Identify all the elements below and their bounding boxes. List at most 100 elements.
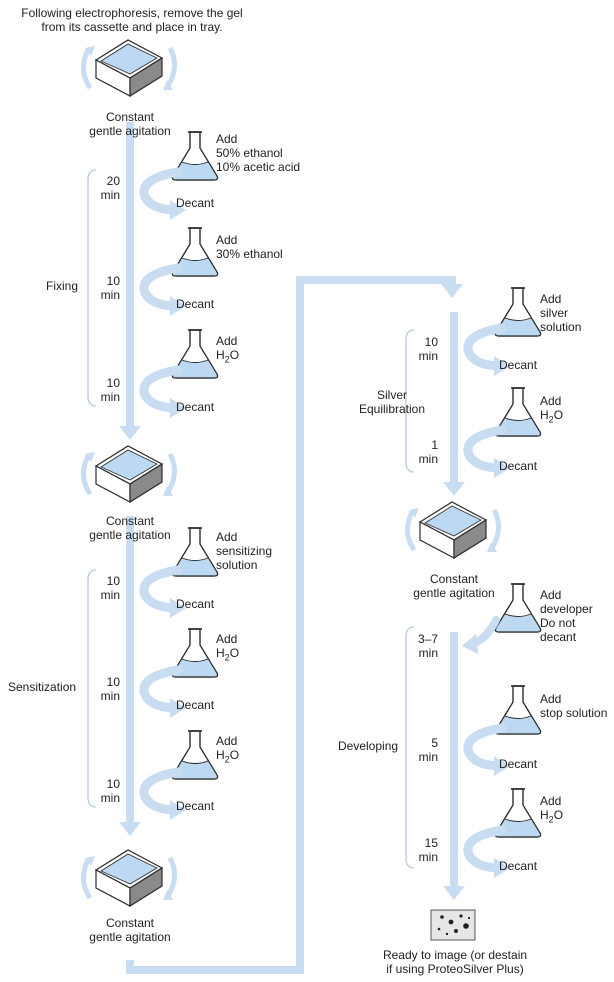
addition-line: Do not [540, 616, 576, 630]
addition-sens1: Add sensitizing solution [216, 530, 272, 572]
time-value: 5 [431, 736, 438, 750]
formula-sub: 2 [548, 414, 554, 425]
decant-label: Decant [176, 297, 215, 311]
addition-water: Add H2O [540, 394, 563, 426]
stage-label-line: Silver [376, 388, 407, 402]
formula-sub: 2 [224, 754, 230, 765]
time-label: 10 min [84, 274, 120, 302]
water-formula: H2O [540, 808, 563, 826]
addition-line: decant [540, 630, 577, 644]
tray-icon [83, 446, 174, 502]
decant-label: Decant [176, 597, 215, 611]
decant-label: Decant [499, 459, 538, 473]
formula-o: O [553, 408, 564, 422]
addition-line: Add [216, 334, 238, 348]
time-label: 20 min [84, 174, 120, 202]
time-unit: min [418, 850, 438, 864]
addition-line: sensitizing [216, 544, 273, 558]
time-unit: min [100, 288, 120, 302]
formula-h: H [216, 748, 225, 762]
time-label: 10 min [84, 574, 120, 602]
formula-h: H [540, 408, 549, 422]
addition-line: silver [540, 306, 569, 320]
time-value: 3–7 [417, 632, 438, 646]
time-value: 10 [106, 675, 120, 689]
tray-icon [83, 40, 174, 96]
time-unit: min [100, 390, 120, 404]
addition-line: Add [216, 632, 238, 646]
addition-line: Add [540, 292, 562, 306]
time-label: 10 min [84, 675, 120, 703]
formula-sub: 2 [548, 814, 554, 825]
addition-silver1: Add silver solution [540, 292, 581, 334]
addition-line: Add [540, 692, 562, 706]
time-label: 10 min [402, 335, 438, 363]
decant-label: Decant [176, 196, 215, 210]
formula-o: O [229, 348, 240, 362]
formula-h: H [216, 348, 225, 362]
intro-line: from its cassette and place in tray. [41, 20, 223, 34]
intro-line: Following electrophoresis, remove the ge… [21, 6, 243, 20]
addition-line: 50% ethanol [216, 146, 283, 160]
time-label: 1 min [402, 438, 438, 466]
agitation-line: gentle agitation [89, 930, 171, 944]
decant-label: Decant [499, 757, 538, 771]
time-unit: min [418, 750, 438, 764]
formula-sub: 2 [224, 354, 230, 365]
water-formula: H2O [216, 646, 239, 664]
addition-line: Add [216, 132, 238, 146]
addition-line: 10% acetic acid [216, 160, 301, 174]
addition-water: Add H2O [216, 632, 239, 664]
agitation-line: Constant [105, 916, 155, 930]
addition-line: stop solution [540, 706, 608, 720]
time-label: 3–7 min [402, 632, 438, 660]
time-value: 10 [106, 574, 120, 588]
agitation-line: gentle agitation [89, 124, 171, 138]
addition-line: Add [216, 530, 238, 544]
time-unit: min [418, 646, 438, 660]
agitation-label: Constant gentle agitation [394, 572, 514, 600]
final-line: Ready to image (or destain [382, 948, 528, 962]
water-formula: H2O [540, 408, 563, 426]
formula-h: H [540, 808, 549, 822]
addition-line: solution [216, 558, 258, 572]
time-value: 10 [106, 274, 120, 288]
time-value: 1 [431, 438, 438, 452]
intro-text: Following electrophoresis, remove the ge… [8, 6, 256, 34]
add-developer-arrow-icon [462, 616, 500, 654]
agitation-line: gentle agitation [89, 528, 171, 542]
addition-line: solution [540, 320, 582, 334]
agitation-line: Constant [105, 514, 155, 528]
stage-label-developing: Developing [338, 739, 399, 753]
decant-label: Decant [499, 358, 538, 372]
time-unit: min [100, 588, 120, 602]
agitation-label: Constant gentle agitation [70, 110, 190, 138]
time-value: 10 [106, 777, 120, 791]
agitation-label: Constant gentle agitation [70, 514, 190, 542]
time-value: 20 [106, 174, 120, 188]
time-unit: min [418, 349, 438, 363]
formula-o: O [553, 808, 564, 822]
time-unit: min [418, 452, 438, 466]
time-label: 10 min [84, 777, 120, 805]
addition-line: Add [216, 734, 238, 748]
agitation-line: gentle agitation [413, 586, 495, 600]
flow-arrows [119, 122, 465, 974]
water-formula: H2O [216, 748, 239, 766]
decant-label: Decant [176, 799, 215, 813]
agitation-line: Constant [429, 572, 479, 586]
time-value: 10 [106, 376, 120, 390]
time-value: 15 [424, 836, 438, 850]
time-unit: min [100, 188, 120, 202]
decant-label: Decant [176, 400, 215, 414]
addition-dev2: Add stop solution [540, 692, 607, 720]
tray-icon [83, 850, 174, 906]
time-label: 5 min [402, 736, 438, 764]
stage-brackets [87, 169, 415, 869]
addition-fix2: Add 30% ethanol [216, 233, 283, 261]
formula-sub: 2 [224, 652, 230, 663]
tray-icon [407, 502, 498, 558]
stage-label-fixing: Fixing [46, 279, 79, 293]
addition-line: Add [216, 233, 238, 247]
